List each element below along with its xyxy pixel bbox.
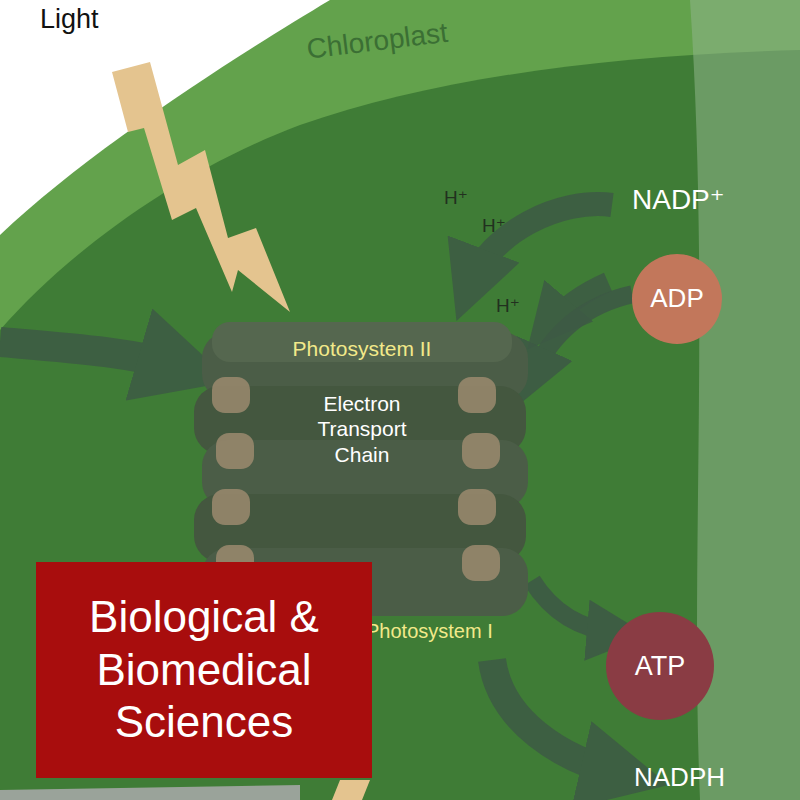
protein-dot: [458, 377, 496, 413]
adp-circle: ADP: [632, 254, 722, 344]
molecule-label: NADP⁺: [632, 183, 725, 216]
proton-label: H⁺: [444, 186, 468, 209]
circle-fill: [632, 254, 722, 344]
flow-arrow: [532, 294, 632, 376]
light-label: Light: [40, 4, 99, 35]
protein-dot: [216, 433, 254, 469]
nadph-arrow: [492, 660, 625, 775]
light-bolt: [112, 62, 290, 312]
molecule-label: NADPH: [634, 762, 725, 793]
region-label: Chloroplast: [305, 17, 449, 66]
protein-dot: [462, 545, 500, 581]
atp-circle: ATP: [606, 612, 714, 720]
node-heading: Photosystem II: [293, 336, 432, 361]
box-fill: [36, 562, 372, 778]
bottom-grey: [0, 785, 300, 800]
proton-arrow: [548, 282, 608, 325]
node-heading: Biological & Biomedical Sciences: [54, 591, 354, 749]
protein-dot: [212, 377, 250, 413]
bottom-stalk: [332, 780, 370, 800]
membrane-top: [212, 322, 512, 362]
proton-label: H⁺: [496, 294, 520, 317]
node-heading: ADP: [650, 283, 703, 314]
flow-arrow: [532, 581, 617, 633]
proton-label: H⁺: [482, 214, 506, 237]
circle-fill: [606, 612, 714, 720]
protein-dot: [462, 433, 500, 469]
incoming-arrow: [0, 342, 185, 368]
protein-dot: [458, 489, 496, 525]
title-box: Biological & Biomedical Sciences: [36, 562, 372, 778]
photosystem-label: Photosystem I: [366, 620, 493, 643]
chloroplast-inner: [0, 50, 800, 800]
node-body: Electron Transport Chain: [292, 391, 432, 467]
nadp-arrow: [470, 204, 612, 285]
node-heading: ATP: [635, 650, 686, 682]
protein-dot: [212, 489, 250, 525]
